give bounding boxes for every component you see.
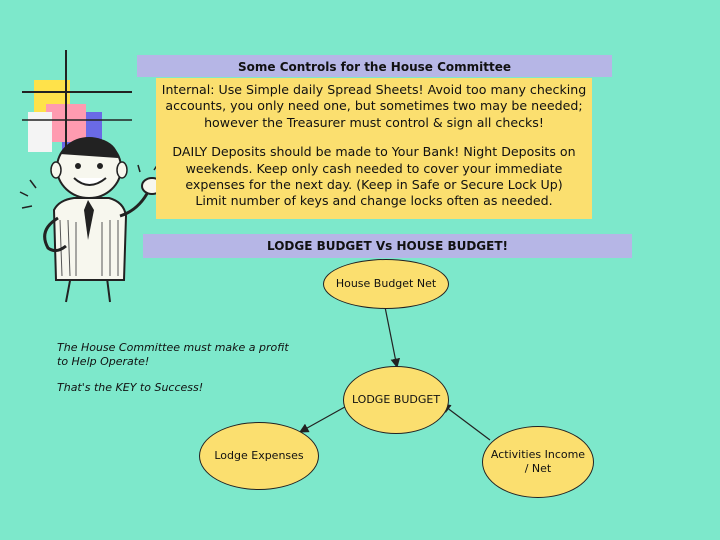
side-text-key: That's the KEY to Success!: [57, 381, 204, 394]
subtitle: LODGE BUDGET Vs HOUSE BUDGET!: [143, 234, 632, 258]
color-block-decoration: [22, 50, 132, 160]
keys-note: Limit number of keys and change locks of…: [195, 193, 553, 209]
arrow-activities-to-lodge: [441, 403, 491, 441]
side-text: The House Committee must make a profit t…: [57, 341, 297, 407]
node-house-budget-net: House Budget Net: [323, 259, 449, 309]
arrow-lodge-to-expenses: [298, 402, 353, 433]
node-activities-income: Activities Income / Net: [482, 426, 594, 498]
node-lodge-budget: LODGE BUDGET: [343, 366, 449, 434]
deposits-note: DAILY Deposits should be made to Your Ba…: [172, 144, 576, 193]
side-text-profit: The House Committee must make a profit t…: [57, 341, 289, 368]
notes-box: Internal: Use Simple daily Spread Sheets…: [156, 78, 592, 219]
page-title: Some Controls for the House Committee: [137, 55, 612, 77]
node-lodge-expenses: Lodge Expenses: [199, 422, 319, 490]
internal-controls-note: Internal: Use Simple daily Spread Sheets…: [161, 82, 587, 130]
arrow-house-to-lodge: [384, 306, 401, 369]
